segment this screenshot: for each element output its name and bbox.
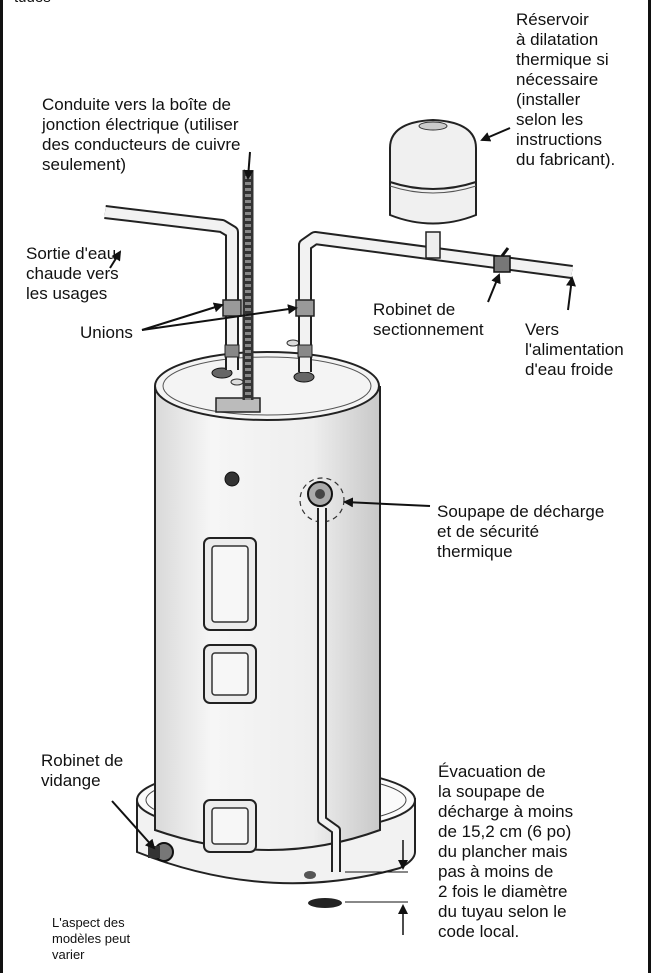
arrow-union-hot	[142, 305, 222, 330]
union-hot	[223, 300, 241, 316]
label-hot-outlet: Sortie d'eau chaude vers les usages	[26, 244, 119, 304]
drain-pan-outlet	[304, 871, 316, 879]
floor-drain	[308, 898, 342, 908]
label-drain-valve: Robinet de vidange	[41, 751, 123, 791]
label-conduit: Conduite vers la boîte de jonction élect…	[42, 95, 240, 175]
union-cold	[296, 300, 314, 316]
top-cut-text: tudes	[14, 0, 51, 8]
hot-water-pipe	[105, 212, 241, 370]
label-shutoff-valve: Robinet de sectionnement	[373, 300, 484, 340]
label-relief-valve: Soupape de décharge et de sécurité therm…	[437, 502, 604, 562]
label-cold-supply: Vers l'alimentation d'eau froide	[525, 320, 624, 380]
label-discharge: Évacuation de la soupape de décharge à m…	[438, 762, 573, 942]
arrow-shutoff	[488, 275, 499, 302]
label-expansion-tank: Réservoir à dilatation thermique si néce…	[516, 10, 615, 170]
arrow-union-cold	[142, 308, 296, 330]
arrow-cold-supply	[568, 278, 572, 310]
label-unions: Unions	[80, 323, 133, 343]
shutoff-valve	[494, 256, 510, 272]
expansion-tank	[390, 120, 476, 224]
arrow-expansion-tank	[482, 128, 510, 140]
label-disclaimer: L'aspect des modèles peut varier	[52, 915, 130, 963]
water-heater-tank	[155, 352, 380, 852]
